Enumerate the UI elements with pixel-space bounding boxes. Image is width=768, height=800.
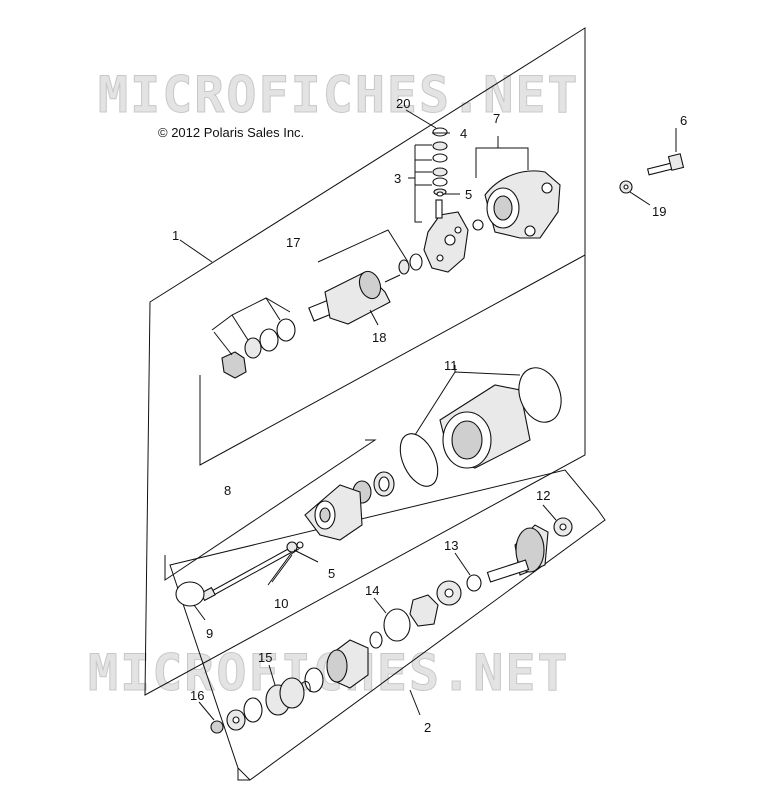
- callout-8: 8: [224, 483, 231, 498]
- housing-8-bracket: [164, 439, 377, 581]
- armature-frame: [199, 254, 586, 466]
- armature-18: [308, 270, 401, 325]
- callout-15: 15: [258, 650, 272, 665]
- callout-3: 3: [394, 171, 401, 186]
- callout-12: 12: [536, 488, 550, 503]
- callout-14: 14: [365, 583, 379, 598]
- front-housing-7: [484, 170, 561, 239]
- spring-15: [210, 667, 324, 734]
- callout-10: 10: [274, 596, 288, 611]
- callout-7: 7: [493, 111, 500, 126]
- callout-9: 9: [206, 626, 213, 641]
- watermark-top: MICROFICHES.NET: [98, 66, 580, 124]
- callout-19: 19: [652, 204, 666, 219]
- callout-20: 20: [396, 96, 410, 111]
- callout-4: 4: [460, 126, 467, 141]
- callout-6: 6: [680, 113, 687, 128]
- pinion-drive: [466, 517, 573, 592]
- callout-13: 13: [444, 538, 458, 553]
- clutch-parts: [326, 580, 462, 689]
- rear-housing-8: [304, 471, 395, 541]
- callout-1: 1: [172, 228, 179, 243]
- brush-plate: [423, 199, 484, 273]
- callout-11: 11: [444, 358, 458, 373]
- callout-18: 18: [372, 330, 386, 345]
- assembly-1-frame: [144, 27, 586, 696]
- armature-washers: [221, 253, 423, 379]
- leader-lines: [179, 109, 677, 721]
- yoke-11: [399, 367, 562, 487]
- washer-19: [619, 180, 633, 194]
- cap-9: [175, 581, 205, 607]
- copyright-notice: © 2012 Polaris Sales Inc.: [158, 125, 304, 140]
- callout-5-top: 5: [465, 187, 472, 202]
- through-bolts-10: [200, 541, 304, 602]
- callout-5-bottom: 5: [328, 566, 335, 581]
- washer-stack: [432, 127, 448, 197]
- callout-17: 17: [286, 235, 300, 250]
- callout-2: 2: [424, 720, 431, 735]
- callout-labels: 1 2 3 4 5 5 6 7 8 9 10 11 12 13 14 15 16…: [172, 96, 687, 735]
- bolt-6: [646, 153, 685, 176]
- callout-16: 16: [190, 688, 204, 703]
